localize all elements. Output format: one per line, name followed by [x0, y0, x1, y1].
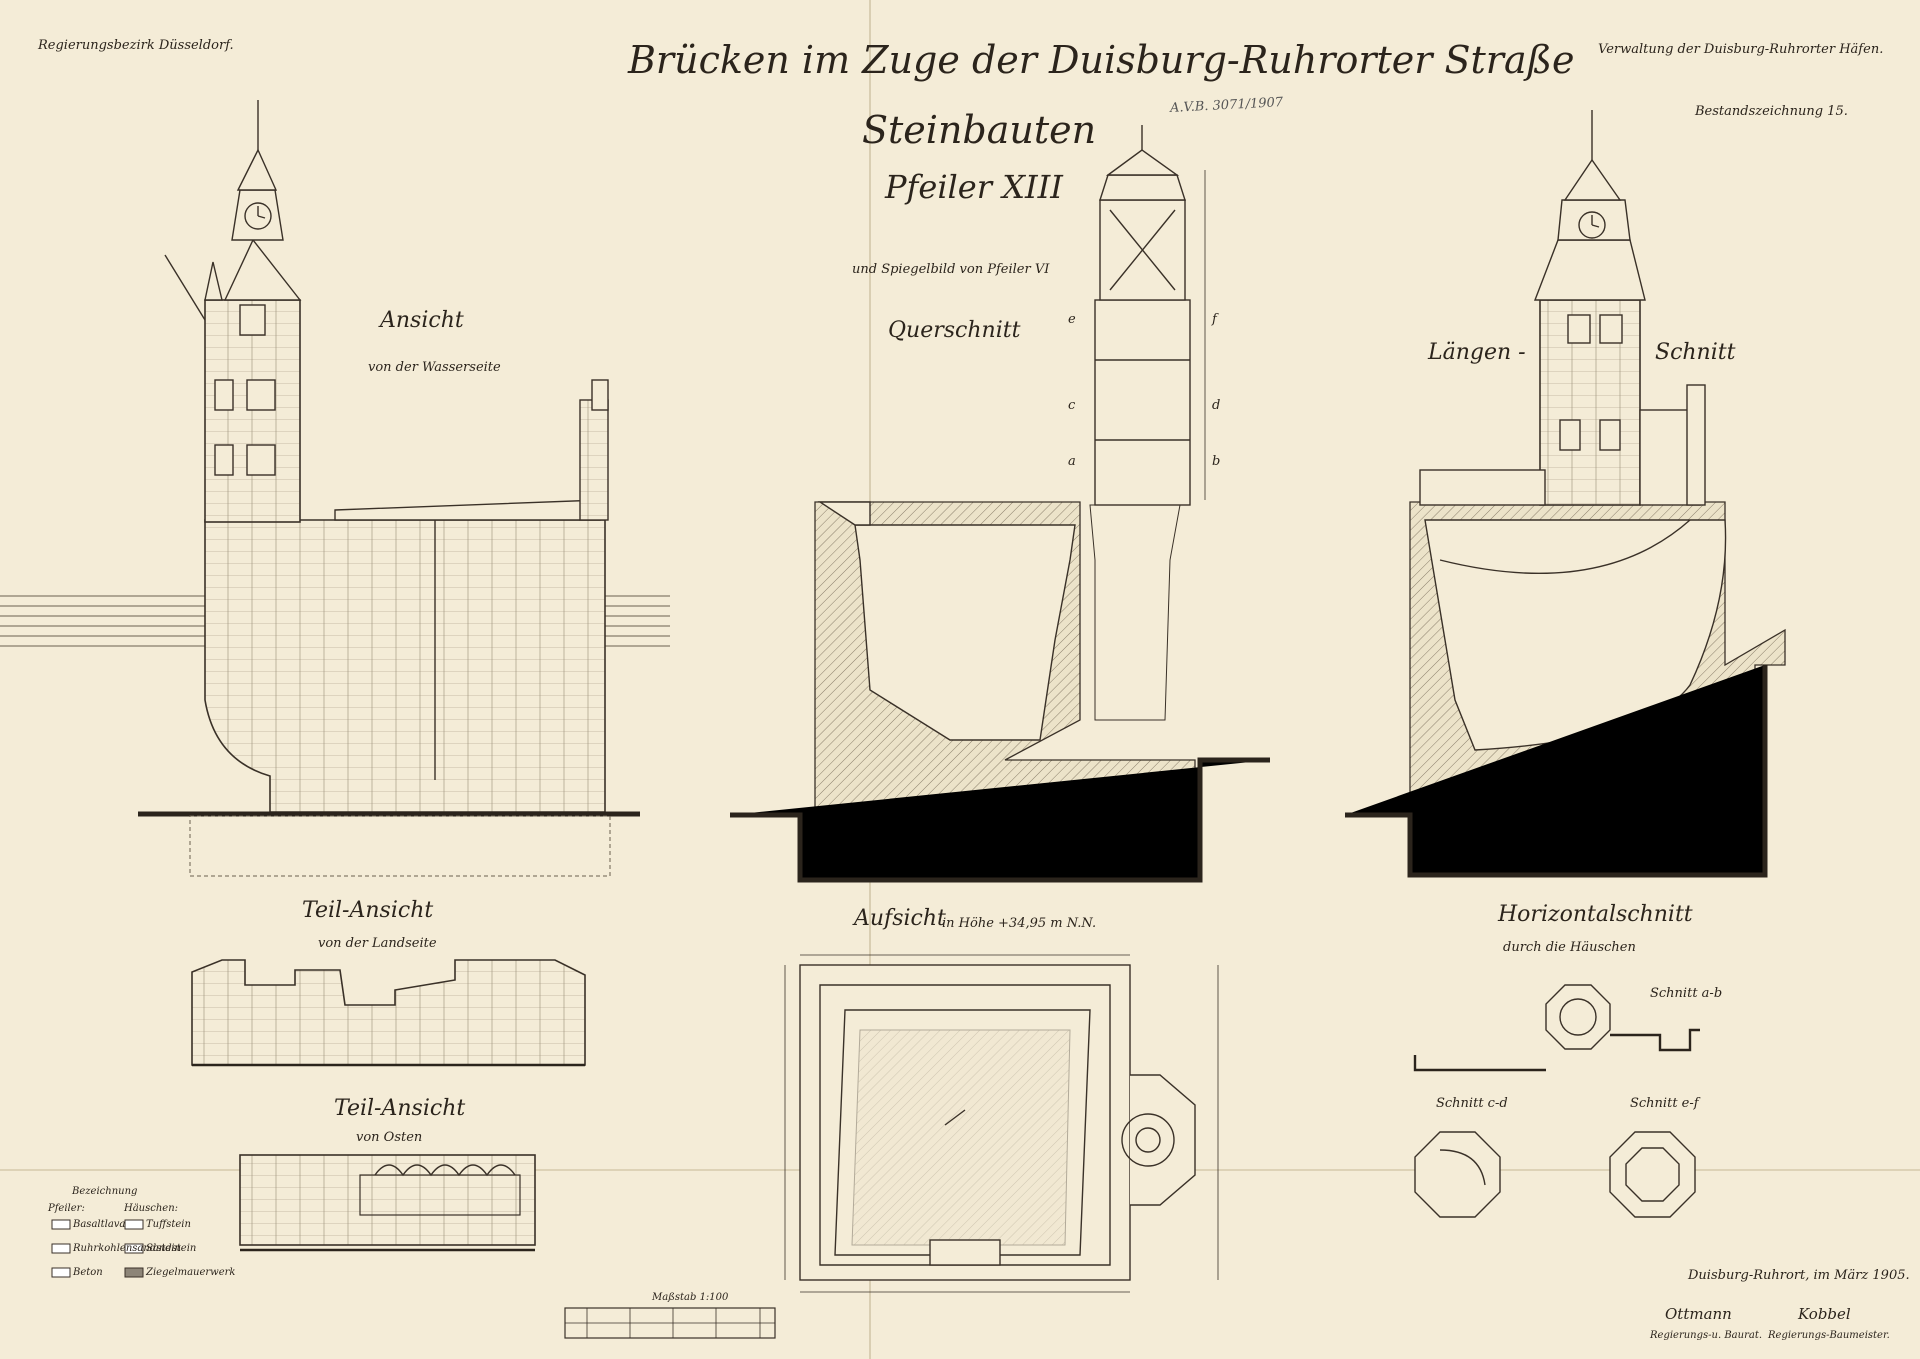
elevation-title: Ansicht — [380, 308, 464, 333]
cut-label-b: b — [1212, 454, 1221, 469]
cross-section-title: Querschnitt — [888, 318, 1021, 343]
partial-land-view — [191, 959, 586, 1067]
pier-title: Pfeiler XIII — [885, 168, 1063, 206]
cut-label-d: d — [1212, 398, 1221, 413]
partial-land-subtitle: von der Landseite — [318, 936, 437, 951]
long-section-title-b: Schnitt — [1655, 340, 1736, 365]
horizontal-sections — [1413, 984, 1700, 1218]
signature-right-role: Regierungs-Baumeister. — [1768, 1330, 1890, 1341]
legend-item: Basaltlava — [73, 1219, 126, 1230]
long-section-title-a: Längen - — [1428, 340, 1526, 365]
region-note: Regierungsbezirk Düsseldorf. — [38, 38, 234, 53]
partial-east-title: Teil-Ansicht — [334, 1096, 466, 1121]
cut-label-a: a — [1068, 454, 1076, 469]
cut-label-c: c — [1068, 398, 1076, 413]
plan-view — [784, 954, 1219, 1293]
partial-east-view — [239, 1154, 536, 1252]
cut-cd-label: Schnitt c-d — [1436, 1096, 1508, 1111]
elevation-view — [0, 100, 670, 877]
signature-right-name: Kobbel — [1798, 1305, 1851, 1323]
legend-col1-head: Pfeiler: — [48, 1203, 85, 1214]
scale-label: Maßstab 1:100 — [652, 1292, 729, 1303]
legend-item: Ruhrkohlensandstein — [73, 1243, 181, 1254]
cut-ab-label: Schnitt a-b — [1650, 986, 1723, 1001]
mirror-note: und Spiegelbild von Pfeiler VI — [852, 262, 1050, 277]
plan-subtitle: in Höhe +34,95 m N.N. — [942, 916, 1097, 931]
cross-section-view — [730, 125, 1270, 883]
legend — [51, 1219, 144, 1278]
legend-item: Beton — [73, 1267, 103, 1278]
sheet-number: Bestandszeichnung 15. — [1695, 104, 1848, 119]
legend-title: Bezeichnung — [72, 1186, 138, 1197]
scale-bar — [564, 1307, 776, 1339]
legend-item: Ziegelmauerwerk — [146, 1267, 236, 1278]
administration-note: Verwaltung der Duisburg-Ruhrorter Häfen. — [1598, 42, 1884, 57]
drawing-title: Brücken im Zuge der Duisburg-Ruhrorter S… — [628, 38, 1575, 82]
legend-col2-head: Häuschen: — [124, 1203, 179, 1214]
place-date: Duisburg-Ruhrort, im März 1905. — [1688, 1268, 1910, 1283]
signature-left-role: Regierungs-u. Baurat. — [1650, 1330, 1763, 1341]
partial-east-subtitle: von Osten — [356, 1130, 423, 1145]
cut-label-f: f — [1212, 312, 1217, 327]
horizontal-subtitle: durch die Häuschen — [1503, 940, 1636, 955]
elevation-subtitle: von der Wasserseite — [368, 360, 501, 375]
legend-item: Sandstein — [146, 1243, 197, 1254]
legend-item: Tuffstein — [146, 1219, 191, 1230]
cut-label-e: e — [1068, 312, 1076, 327]
plan-title: Aufsicht — [854, 906, 946, 931]
drawing-subtitle: Steinbauten — [862, 108, 1097, 152]
long-section-view — [1345, 110, 1786, 878]
signature-left-name: Ottmann — [1665, 1305, 1732, 1323]
cut-ef-label: Schnitt e-f — [1630, 1096, 1699, 1111]
horizontal-title: Horizontalschnitt — [1498, 902, 1693, 927]
partial-land-title: Teil-Ansicht — [302, 898, 434, 923]
